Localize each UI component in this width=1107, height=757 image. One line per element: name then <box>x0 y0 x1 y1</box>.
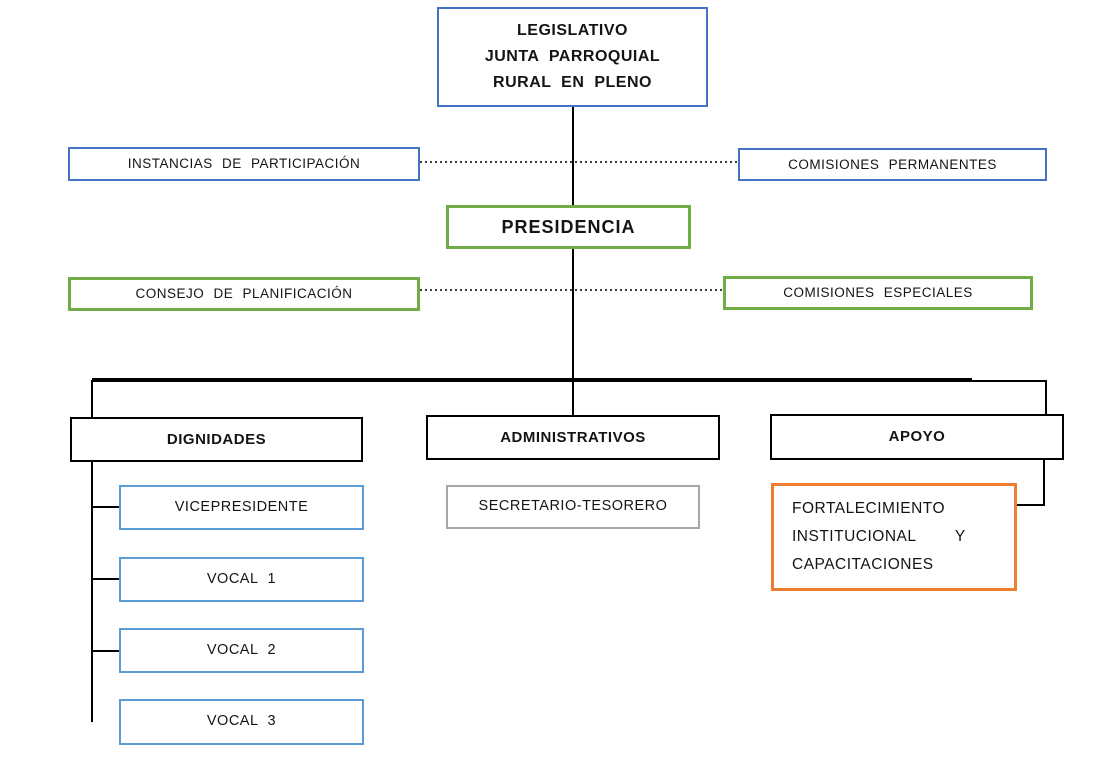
node-fortalecimiento-line3: CAPACITACIONES <box>792 556 934 573</box>
node-comisiones-permanentes-label: COMISIONES PERMANENTES <box>788 156 997 172</box>
node-administrativos-label: ADMINISTRATIVOS <box>500 428 646 446</box>
node-comisiones-permanentes: COMISIONES PERMANENTES <box>738 148 1047 181</box>
connector-dotted-consejo-comisiones-especiales <box>420 289 723 291</box>
connector-legislativo-presidencia <box>572 107 574 205</box>
node-vocal-3: VOCAL 3 <box>119 699 364 745</box>
node-presidencia: PRESIDENCIA <box>446 205 691 249</box>
connector-dotted-instancias-comisiones-permanentes <box>420 161 738 163</box>
connector-tick-vocal-2 <box>91 650 119 652</box>
node-fortalecimiento-line2: INSTITUCIONAL Y <box>792 528 966 545</box>
connector-dignidades-stem <box>91 462 93 722</box>
connector-tick-vicepresidente <box>91 506 119 508</box>
node-vocal-1: VOCAL 1 <box>119 557 364 602</box>
connector-apoyo-fortalecimiento-horizontal <box>1017 504 1045 506</box>
connector-presidencia-administrativos <box>572 249 574 415</box>
node-presidencia-label: PRESIDENCIA <box>501 216 636 237</box>
node-instancias-de-participacion: INSTANCIAS DE PARTICIPACIÓN <box>68 147 420 181</box>
node-fortalecimiento-line1: FORTALECIMIENTO <box>792 500 946 517</box>
node-apoyo-label: APOYO <box>888 428 946 446</box>
node-instancias-label: INSTANCIAS DE PARTICIPACIÓN <box>127 156 361 172</box>
node-dignidades: DIGNIDADES <box>70 417 363 462</box>
node-legislativo: LEGISLATIVO JUNTA PARROQUIAL RURAL EN PL… <box>437 7 708 107</box>
connector-rail-thin-extension <box>970 380 1047 382</box>
node-comisiones-especiales-label: COMISIONES ESPECIALES <box>783 285 973 301</box>
node-vicepresidente: VICEPRESIDENTE <box>119 485 364 530</box>
connector-apoyo-fortalecimiento-vertical <box>1043 460 1045 506</box>
node-consejo-label: CONSEJO DE PLANIFICACIÓN <box>135 286 353 302</box>
node-fortalecimiento: FORTALECIMIENTO INSTITUCIONAL Y CAPACITA… <box>771 483 1017 591</box>
node-secretario-tesorero: SECRETARIO-TESORERO <box>446 485 700 529</box>
node-administrativos: ADMINISTRATIVOS <box>426 415 720 460</box>
node-legislativo-line2: JUNTA PARROQUIAL <box>484 48 661 65</box>
node-vocal-2-label: VOCAL 2 <box>206 641 277 658</box>
connector-rail-apoyo <box>1045 382 1047 414</box>
node-legislativo-line1: LEGISLATIVO <box>517 22 628 39</box>
node-apoyo: APOYO <box>770 414 1064 460</box>
node-vocal-3-label: VOCAL 3 <box>206 713 277 730</box>
node-secretario-tesorero-label: SECRETARIO-TESORERO <box>478 498 668 515</box>
node-comisiones-especiales: COMISIONES ESPECIALES <box>723 276 1033 310</box>
node-vocal-2: VOCAL 2 <box>119 628 364 673</box>
connector-tick-vocal-1 <box>91 578 119 580</box>
node-legislativo-line3: RURAL EN PLENO <box>493 74 652 91</box>
node-consejo-de-planificacion: CONSEJO DE PLANIFICACIÓN <box>68 277 420 311</box>
connector-rail-dignidades <box>91 380 93 417</box>
connector-rail-thick <box>92 378 972 382</box>
node-vocal-1-label: VOCAL 1 <box>206 570 277 587</box>
node-vicepresidente-label: VICEPRESIDENTE <box>174 498 309 515</box>
node-dignidades-label: DIGNIDADES <box>166 430 267 448</box>
